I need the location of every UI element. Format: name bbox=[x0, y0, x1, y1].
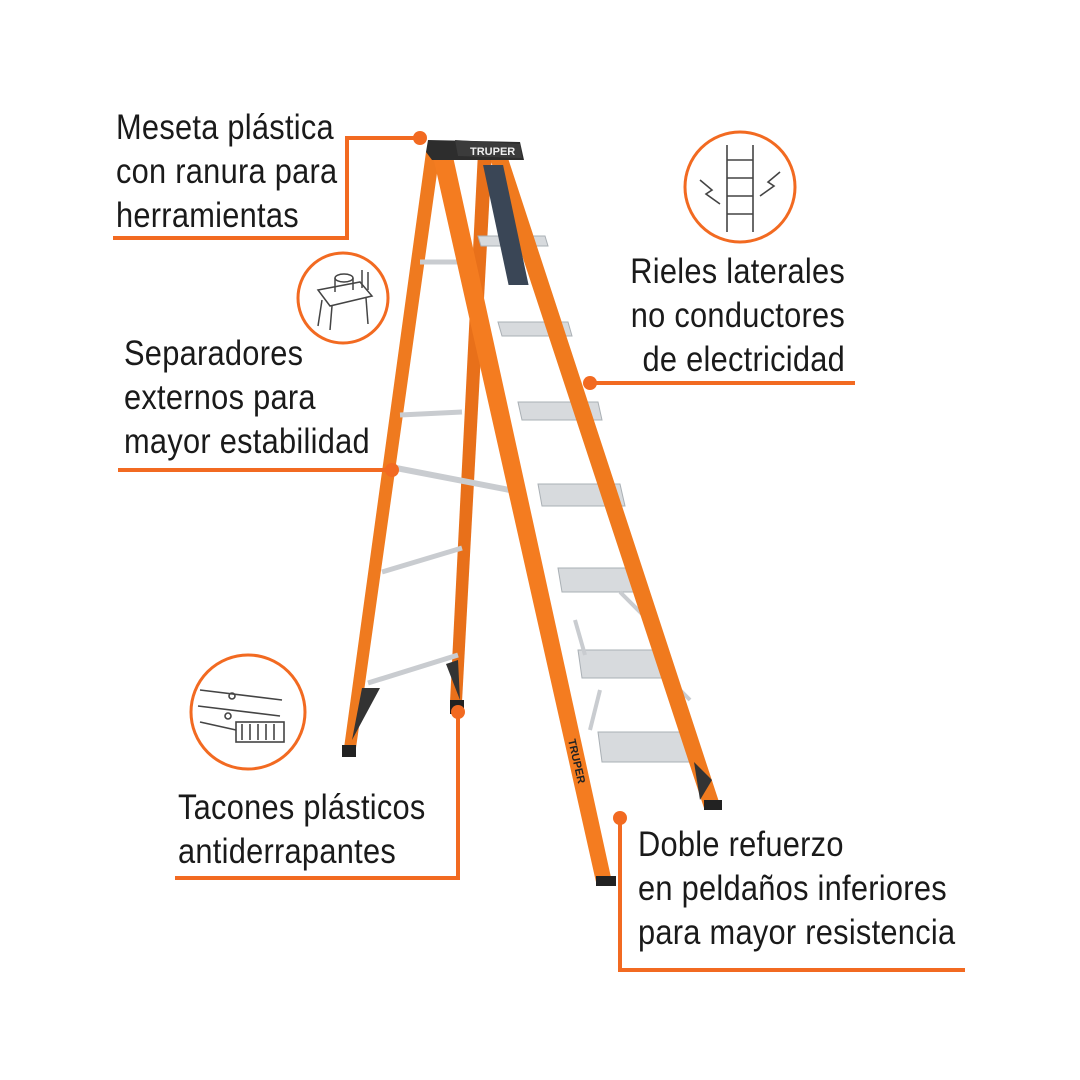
rubber-feet-icon bbox=[189, 653, 307, 771]
callout-line: mayor estabilidad bbox=[124, 422, 370, 461]
callout-line: antiderrapantes bbox=[178, 832, 397, 871]
callout-line: Meseta plástica bbox=[116, 108, 334, 147]
callout-rieles: Rieles laterales no conductores de elect… bbox=[630, 250, 845, 382]
callout-line: para mayor resistencia bbox=[638, 913, 956, 952]
front-section: TRUPER bbox=[432, 152, 722, 886]
callout-line: Doble refuerzo bbox=[638, 825, 844, 864]
callout-line: de electricidad bbox=[642, 340, 845, 379]
callout-meseta: Meseta plástica con ranura para herramie… bbox=[116, 106, 337, 238]
top-cap: TRUPER bbox=[426, 140, 524, 160]
callout-line: Separadores bbox=[124, 334, 304, 373]
callout-line: con ranura para bbox=[116, 152, 338, 191]
callout-line: Tacones plásticos bbox=[178, 788, 426, 827]
callout-lines bbox=[113, 136, 965, 972]
callout-line: externos para bbox=[124, 378, 316, 417]
ladder-electricity-icon bbox=[683, 130, 797, 244]
callout-separadores: Separadores externos para mayor estabili… bbox=[124, 332, 370, 464]
callout-tacones: Tacones plásticos antiderrapantes bbox=[178, 786, 426, 874]
callout-line: herramientas bbox=[116, 196, 299, 235]
callout-line: en peldaños inferiores bbox=[638, 869, 947, 908]
tool-tray-icon bbox=[296, 251, 390, 345]
callout-doble: Doble refuerzo en peldaños inferiores pa… bbox=[638, 823, 955, 955]
top-cap-brand: TRUPER bbox=[470, 146, 515, 158]
callout-dots bbox=[385, 131, 627, 825]
callout-line: no conductores bbox=[630, 296, 845, 335]
callout-line: Rieles laterales bbox=[630, 252, 845, 291]
